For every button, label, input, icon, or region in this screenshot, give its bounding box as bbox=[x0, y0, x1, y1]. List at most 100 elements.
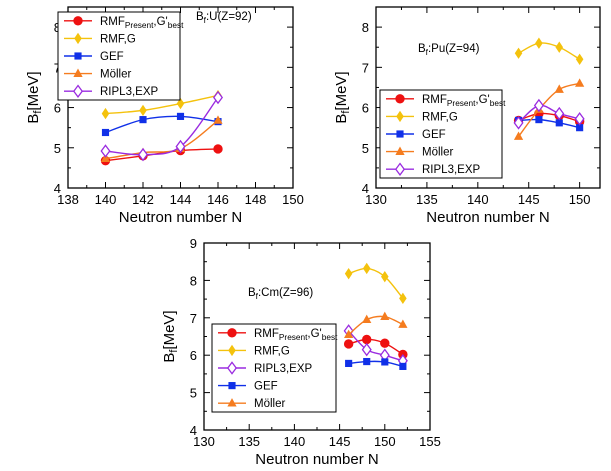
data-point bbox=[576, 124, 584, 132]
legend-marker bbox=[395, 146, 405, 155]
data-point bbox=[555, 41, 564, 53]
series-line bbox=[105, 115, 219, 134]
series-rmf-present-g-best bbox=[100, 144, 223, 166]
y-axis-title-group: Bf[MeV] bbox=[161, 310, 180, 362]
y-tick-label: 7 bbox=[54, 60, 61, 75]
series-rmf-g bbox=[514, 37, 584, 65]
data-point bbox=[513, 131, 524, 140]
data-point bbox=[514, 47, 523, 59]
data-point bbox=[575, 53, 584, 65]
series-line bbox=[348, 267, 404, 299]
data-point bbox=[535, 37, 543, 49]
plot-frame bbox=[375, 6, 601, 189]
x-tick-label: 140 bbox=[284, 434, 306, 449]
legend-item: Möller bbox=[218, 398, 285, 410]
series-m-ller bbox=[100, 115, 223, 162]
data-point bbox=[554, 106, 565, 121]
legend-item: RMFPresent,G'best bbox=[218, 328, 338, 342]
legend-item: RMF,G bbox=[218, 344, 290, 357]
legend-label: Möller bbox=[100, 69, 131, 81]
series-m-ller bbox=[513, 78, 585, 140]
series-ripl3-exp bbox=[513, 98, 585, 130]
x-tick-label: 135 bbox=[416, 192, 438, 207]
series-line bbox=[105, 94, 219, 115]
data-point bbox=[535, 116, 543, 124]
x-axis-title: Neutron number N bbox=[119, 209, 242, 226]
y-tick-label: 4 bbox=[362, 181, 369, 196]
legend-item: Möller bbox=[64, 68, 131, 81]
legend-item: RMFPresent,G'best bbox=[386, 94, 506, 108]
data-point bbox=[363, 357, 371, 366]
legend-label: GEF bbox=[422, 129, 446, 141]
series-gef bbox=[345, 357, 407, 370]
x-tick-label: 142 bbox=[132, 192, 154, 207]
legend-item: GEF bbox=[386, 129, 446, 141]
data-point bbox=[380, 338, 390, 348]
legend-item: RMFPresent,G'best bbox=[64, 16, 184, 30]
series-line bbox=[518, 42, 580, 60]
legend-marker bbox=[72, 84, 84, 98]
data-point bbox=[555, 119, 563, 127]
x-tick-label: 140 bbox=[467, 192, 489, 207]
x-tick-label: 150 bbox=[569, 192, 591, 207]
legend-label: RIPL3,EXP bbox=[100, 86, 158, 98]
series-line bbox=[518, 104, 580, 124]
data-point bbox=[345, 359, 353, 367]
series-line bbox=[518, 118, 580, 129]
legend-item: Möller bbox=[386, 146, 453, 159]
data-point bbox=[100, 144, 111, 158]
x-tick-label: 148 bbox=[245, 192, 267, 207]
data-point bbox=[381, 358, 389, 366]
legend-item: GEF bbox=[218, 381, 278, 393]
x-tick-label: 155 bbox=[419, 434, 441, 449]
x-tick-label: 130 bbox=[193, 434, 215, 449]
y-axis-title: Bf[MeV] bbox=[25, 71, 44, 123]
data-point bbox=[213, 115, 223, 124]
y-tick-label: 5 bbox=[362, 141, 369, 156]
data-point bbox=[398, 319, 408, 328]
data-point bbox=[213, 144, 223, 154]
data-point bbox=[137, 147, 149, 162]
series-rmf-g bbox=[101, 89, 222, 120]
legend-label: GEF bbox=[100, 51, 124, 63]
legend-marker bbox=[74, 32, 82, 45]
series-line bbox=[348, 330, 404, 362]
data-point bbox=[513, 116, 524, 130]
legend-marker bbox=[396, 130, 404, 138]
series-line bbox=[518, 112, 580, 123]
data-point bbox=[399, 362, 407, 370]
panel-annotation: Bf:U(Z=92) bbox=[196, 11, 252, 25]
y-tick-label: 6 bbox=[190, 348, 197, 363]
data-point bbox=[344, 329, 354, 338]
legend-marker bbox=[394, 162, 406, 176]
legend-label: RMF,G bbox=[254, 345, 290, 357]
x-tick-label: 138 bbox=[57, 192, 79, 207]
series-rmf-present-g-best bbox=[343, 334, 408, 360]
y-tick-label: 4 bbox=[190, 423, 197, 438]
legend-item: RMF,G bbox=[386, 110, 458, 123]
legend-marker bbox=[228, 382, 236, 390]
series-rmf-g bbox=[344, 262, 407, 305]
data-point bbox=[380, 311, 390, 321]
y-tick-label: 6 bbox=[362, 101, 369, 116]
y-tick-label: 6 bbox=[54, 101, 61, 116]
y-tick-label: 7 bbox=[190, 311, 197, 326]
series-line bbox=[105, 119, 219, 160]
data-point bbox=[212, 90, 224, 105]
x-tick-label: 135 bbox=[238, 434, 260, 449]
legend-label: RMFPresent,G'best bbox=[254, 328, 338, 342]
x-tick-label: 145 bbox=[329, 434, 351, 449]
legend-label: RMFPresent,G'best bbox=[100, 16, 184, 30]
y-tick-label: 9 bbox=[190, 236, 197, 251]
y-tick-label: 7 bbox=[362, 60, 369, 75]
y-axis-title: Bf[MeV] bbox=[333, 71, 352, 123]
x-axis-title: Neutron number N bbox=[426, 209, 549, 226]
x-tick-label: 140 bbox=[95, 192, 117, 207]
legend-label: RMFPresent,G'best bbox=[422, 94, 506, 108]
data-point bbox=[101, 107, 110, 120]
legend-marker bbox=[395, 94, 405, 104]
legend-marker bbox=[226, 361, 238, 375]
